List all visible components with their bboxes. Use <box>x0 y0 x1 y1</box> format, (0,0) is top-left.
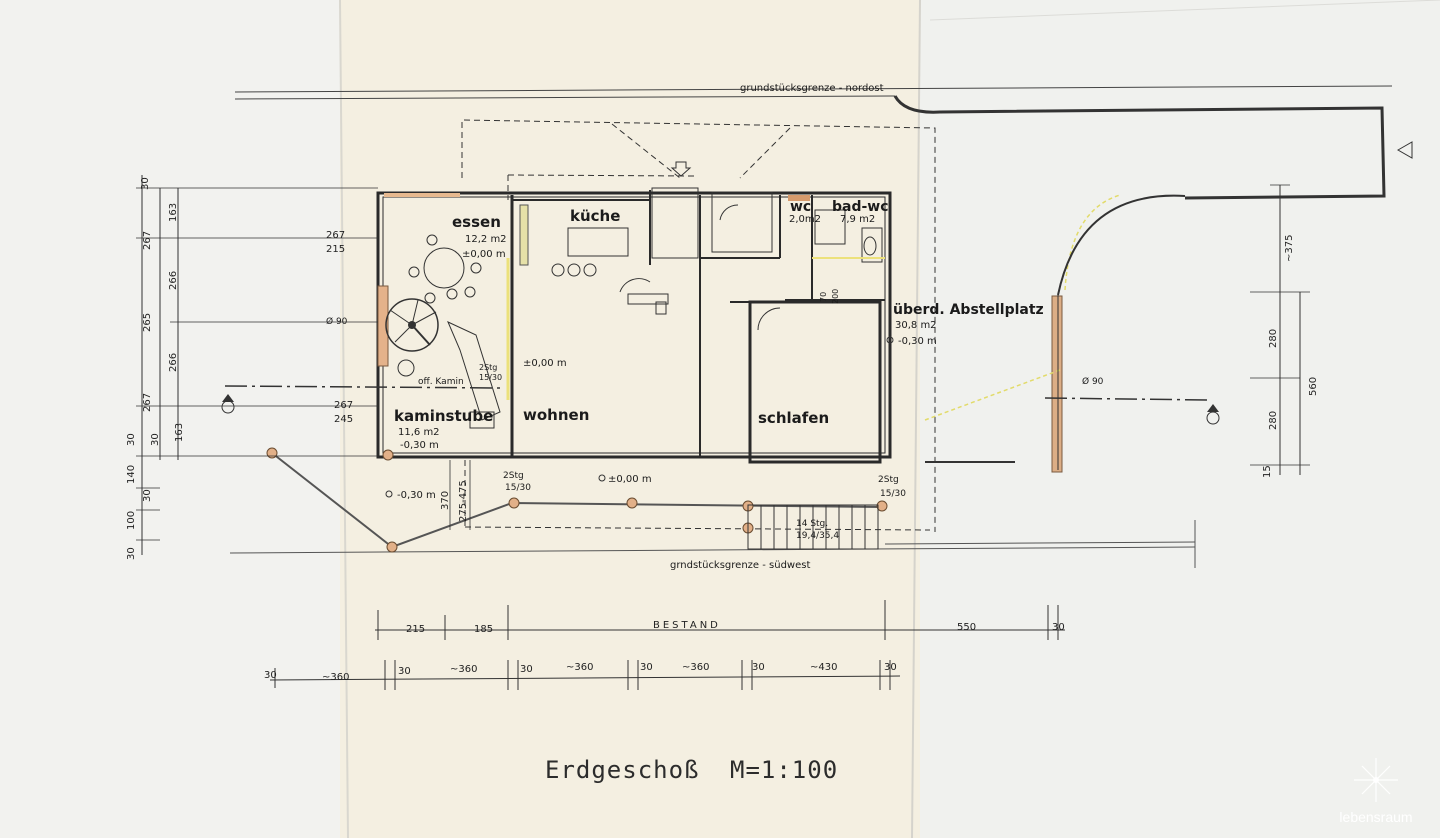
room-kueche-name: küche <box>570 207 620 225</box>
room-kamin-level: -0,30 m <box>400 440 439 451</box>
boundary-southwest-label: grndstücksgrenze - südwest <box>670 560 810 571</box>
stair3-size: 15/30 <box>479 373 502 382</box>
left-dim-163-top: 163 <box>168 203 179 222</box>
bottom-dim-550: 550 <box>957 622 976 633</box>
stair3-steps: 2Stg <box>479 363 497 372</box>
right-dim-560: 560 <box>1308 377 1319 396</box>
room-wc-area: 2,0m2 <box>789 214 821 225</box>
mid-dim-370: 370 <box>440 491 451 510</box>
fireplace-label: off. Kamin <box>418 377 464 387</box>
bottom-dim-bestand: BESTAND <box>653 620 721 631</box>
left-dim-266-bottom: 266 <box>168 353 179 372</box>
bottom2-dim-30-a: 30 <box>264 670 277 681</box>
watermark-text: lebensraum <box>1339 809 1412 825</box>
bottom2-dim-360-b: ~360 <box>450 664 477 675</box>
roof-outline <box>461 119 936 532</box>
room-kamin-area: 11,6 m2 <box>398 427 440 438</box>
room-wohnen-name: wohnen <box>523 406 589 424</box>
stair1-size: 15/30 <box>505 483 531 493</box>
left-inner-267-b: 267 <box>334 400 353 411</box>
left-dimension-lines <box>136 175 378 555</box>
left-dim-267-bottom: 267 <box>142 393 153 412</box>
stair2-steps: 2Stg <box>878 475 899 485</box>
mid-dim-275-475: 275-475 <box>458 480 469 522</box>
dining-table <box>397 234 495 429</box>
bottom-dim-30: 30 <box>1052 622 1065 633</box>
room-essen-level: ±0,00 m <box>462 249 506 260</box>
stair4-steps: 14 Stg. <box>796 519 828 529</box>
left-inner-267-a: 267 <box>326 230 345 241</box>
bottom2-dim-30-d: 30 <box>640 662 653 673</box>
room-kamin-name: kaminstube <box>394 407 493 425</box>
left-dim-266-top: 266 <box>168 271 179 290</box>
room-essen-name: essen <box>452 213 501 231</box>
left-inner-215: 215 <box>326 244 345 255</box>
bottom2-dim-30-c: 30 <box>520 664 533 675</box>
section-line-right <box>1044 397 1220 425</box>
lebensraum-logo: lebensraum <box>1339 758 1413 825</box>
drawing-title: Erdgeschoß <box>545 756 700 784</box>
left-inner-245: 245 <box>334 414 353 425</box>
room-badwc-area: 7,9 m2 <box>840 214 875 225</box>
window-accents <box>377 193 1121 473</box>
stair4-size: 19,4/35,4 <box>796 531 839 541</box>
right-dim-375: ~375 <box>1284 235 1295 262</box>
left-dim-267-top: 267 <box>142 231 153 250</box>
diameter-left: Ø 90 <box>326 316 348 327</box>
room-abstell-area: 30,8 m2 <box>895 320 937 331</box>
spiral-staircase <box>385 298 501 421</box>
room-wohnen-level: ±0,00 m <box>523 358 567 369</box>
stair1-steps: 2Stg <box>503 471 524 481</box>
room-badwc-name: bad-wc <box>832 199 889 215</box>
bottom2-dim-30-b: 30 <box>398 666 411 677</box>
bottom2-dim-430: ~430 <box>810 662 837 673</box>
right-dim-280-bottom: 280 <box>1268 411 1279 430</box>
door-width-70: 70 <box>819 292 828 302</box>
driveway-curve <box>1057 194 1186 296</box>
section-line-left <box>221 385 501 414</box>
drawing-scale: M=1:100 <box>730 756 838 784</box>
boundary-northeast <box>234 85 1413 200</box>
room-wc-name: wc <box>790 199 811 215</box>
door-width-200: 200 <box>831 289 840 304</box>
bottom2-dim-360-c: ~360 <box>566 662 593 673</box>
left-dim-163-bottom: 163 <box>174 423 185 442</box>
room-abstell-name: überd. Abstellplatz <box>893 302 1044 318</box>
left-dim-140: 140 <box>126 465 137 484</box>
bottom-dim-215: 215 <box>406 624 425 635</box>
right-dimension-lines <box>1250 184 1310 475</box>
terrace-level: ±0,00 m <box>608 474 652 485</box>
terrace-railing <box>266 447 888 553</box>
house-walls <box>376 161 892 464</box>
bottom2-dim-30-e: 30 <box>752 662 765 673</box>
right-dim-280-top: 280 <box>1268 329 1279 348</box>
room-abstell-level: -0,30 m <box>898 336 937 347</box>
left-dim-30-b: 30 <box>150 433 161 446</box>
bottom-dim-185: 185 <box>474 624 493 635</box>
left-dim-100: 100 <box>126 511 137 530</box>
stair2-size: 15/30 <box>880 489 906 499</box>
outside-level: -0,30 m <box>397 490 436 501</box>
left-dim-30-a: 30 <box>126 433 137 446</box>
left-dim-265: 265 <box>142 313 153 332</box>
exterior-stair <box>747 504 879 550</box>
room-essen-area: 12,2 m2 <box>465 234 507 245</box>
left-dim-30-d: 30 <box>142 489 153 502</box>
bottom2-dim-360-a: ~360 <box>322 672 349 683</box>
right-dim-15: 15 <box>1262 465 1273 478</box>
bottom2-dim-30-f: 30 <box>884 662 897 673</box>
room-schlafen-name: schlafen <box>758 409 829 427</box>
bottom2-dim-360-d: ~360 <box>682 662 709 673</box>
bottom-dimension-lines <box>269 600 1065 690</box>
left-dim-30-c: 30 <box>126 547 137 560</box>
diameter-right: Ø 90 <box>1082 376 1104 387</box>
left-dim-30-top: 30 <box>140 177 151 190</box>
boundary-northeast-label: grundstücksgrenze - nordost <box>740 83 884 94</box>
